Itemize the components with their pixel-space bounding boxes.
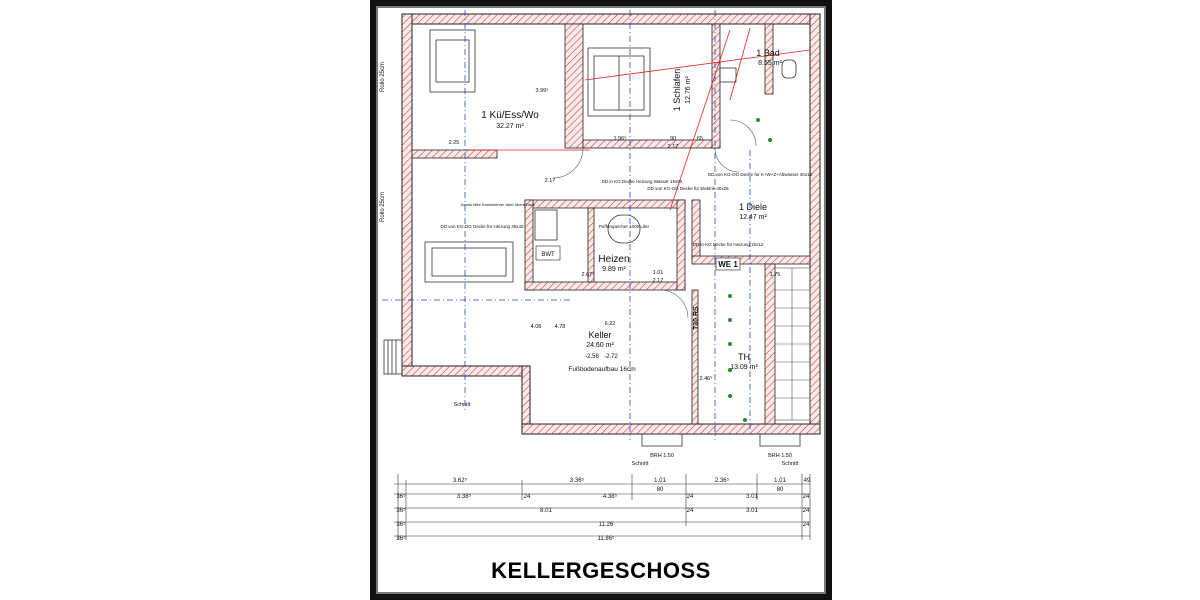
duct-label-3: DD von KG-OG Decke für Elektrik 40x25 [647,186,729,191]
buffer-tank-label: Pufferspeicher 1000 Liter [599,224,650,229]
room-area-bedroom: 12.76 m² [685,76,692,104]
interior-walls [411,23,811,425]
dim-inner-12: 1.75 [770,272,781,278]
misc-labels: BWT WE 1 T30 RS Fußbodenaufbau 16cm -2.5… [380,62,813,467]
dim-row4-1: 11.26 [599,522,614,528]
floor-build-label: Fußbodenaufbau 16cm [568,366,635,373]
dim-row3-4: 24 [803,508,810,514]
dim-row1-1: 3.36⁵ [570,477,585,484]
dim-row3-1: 8.01 [540,508,552,514]
level-b: -2.72 [604,354,618,360]
we-label: WE 1 [718,260,738,269]
dim-row1-3: 2.36⁵ [715,477,730,484]
dim-row2-0: 36⁵ [396,493,406,500]
dim-row2-3: 4.38⁵ [603,493,618,500]
dim-inner-10: 2.17 [653,278,664,284]
room-area-heating: 9.89 m² [602,266,626,273]
dim-row2-2: 24 [524,494,531,500]
room-area-stair-hall: 13.09 m² [730,364,758,371]
dim-inner-8: 2.67⁵ [582,271,595,278]
dim-row2-1: 3.38⁵ [457,493,472,500]
inner-dimensions: 2.25 1.96⁵ 2.17 90 65 4.08 4.78 6.22 2.6… [449,87,781,382]
dim-row5-1: 11.86⁵ [597,535,615,542]
dim-row1b-1: 80 [777,487,784,493]
exterior-walls [401,13,821,435]
furniture [424,29,797,283]
dim-row3-2: 24 [687,508,694,514]
brh-label-2: BRH 1.50 [768,453,792,459]
dim-row4-2: 24 [803,522,810,528]
dim-inner-14: 2.17 [545,178,556,184]
room-name-cellar: Keller [588,330,611,340]
dim-inner-11: 2.46⁵ [700,375,713,382]
t30-label: T30 RS [693,306,700,330]
dim-inner-9: 1.01 [653,270,664,276]
annotation-lines [470,27,811,211]
dim-inner-0: 2.25 [449,140,460,146]
sheet-title: KELLERGESCHOSS [491,558,711,583]
duct-label-5: DD in KG Decke für Heizung 15x12 [693,242,764,247]
duct-label-4: DD von KG-OG Decke für K+W+Z+Abwasser 40… [708,172,813,177]
dimension-chains [394,474,811,540]
room-name-stair-hall: TH [738,352,750,362]
dim-inner-13: 3.99⁵ [536,87,549,94]
dim-row2-8: 24 [803,494,810,500]
floor-plan: 1 Kü/Ess/Wo 32.27 m² 1 Schlafen 12.76 m²… [370,0,832,600]
room-area-kitchen: 32.27 m² [496,123,524,130]
window-grill [383,339,801,447]
axis-lines [382,10,751,440]
duct-label-1: DD von KG-OG Decke für Heizung 35x40 [440,224,524,229]
room-name-hall: 1 Diele [739,202,767,212]
dim-inner-4: 65 [697,136,703,142]
dim-row2-4: 24 [687,494,694,500]
brh-label-1: BRH 1.50 [650,453,674,459]
door-swings [552,119,757,319]
dim-inner-2: 2.17 [668,144,679,150]
dim-row1-4: 1.01 [774,478,786,484]
bwt-label: BWT [541,252,555,258]
section-label-1: Schnitt [454,402,471,408]
dim-inner-5: 4.08 [531,324,542,330]
dim-inner-1: 1.96⁵ [614,135,627,142]
dim-row1-0: 3.62⁵ [453,477,468,484]
room-area-hall: 12.47 m² [739,214,767,221]
stair [774,267,811,421]
dim-inner-7: 6.22 [605,321,616,327]
drawing-sheet: 1 Kü/Ess/Wo 32.27 m² 1 Schlafen 12.76 m²… [370,0,832,600]
dim-inner-6: 4.78 [555,324,566,330]
room-name-kitchen: 1 Kü/Ess/Wo [481,110,539,121]
level-a: -2.56 [585,354,599,360]
dim-row1b-2: 49 [804,478,811,484]
rollo-label-2: Rollo 25cm [380,192,386,222]
room-name-heating: Heizen [598,254,629,265]
rollo-label-1: Rollo 25cm [380,62,386,92]
floor-plan-drawing: 1 Kü/Ess/Wo 32.27 m² 1 Schlafen 12.76 m²… [380,10,821,542]
heating-markers [728,118,772,422]
chimney-note: Kamin bitte Kaminkehrer fahrt übers Dach [461,202,535,207]
section-label-3: Schnitt [782,461,799,467]
room-area-cellar: 24.60 m² [586,342,614,349]
dimension-text: 3.62⁵ 3.36⁵ 1.01 2.36⁵ 1.01 80 80 49 36⁵… [396,477,811,542]
duct-label-2: DD in KG Decke Heizung Wasser 15x50 [602,179,683,184]
dim-row4-0: 36⁵ [396,521,406,528]
dim-row3-0: 36⁵ [396,507,406,514]
dim-row1b-0: 80 [657,487,664,493]
dim-inner-3: 90 [670,136,676,142]
section-label-2: Schnitt [632,461,649,467]
room-labels: 1 Kü/Ess/Wo 32.27 m² 1 Schlafen 12.76 m²… [481,48,782,371]
dim-row2-5: 3.01 [746,494,758,500]
dim-row3-3: 3.01 [746,508,758,514]
room-area-bath: 8.55 m² [758,60,782,67]
dim-row5-0: 36⁵ [396,535,406,542]
room-name-bath: 1 Bad [756,48,780,58]
room-name-bedroom: 1 Schlafen [672,69,682,112]
dim-row1-2: 1.01 [654,478,666,484]
